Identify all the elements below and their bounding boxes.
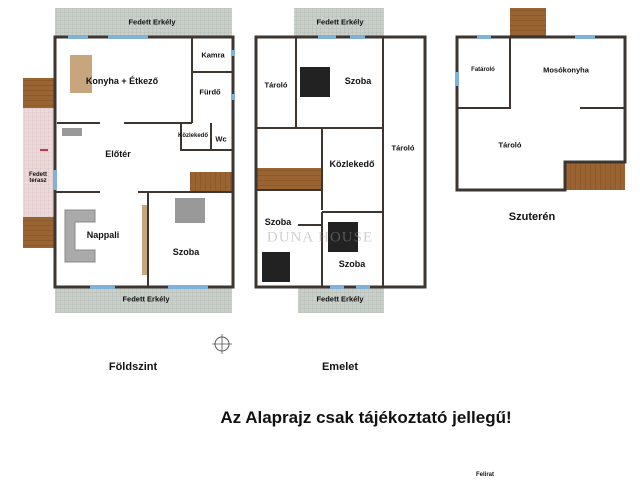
balcony-label: Fedett Erkély xyxy=(316,294,364,304)
stairs xyxy=(190,172,232,192)
floor-title-upper: Emelet xyxy=(321,361,359,373)
room-terrace: Fedett terasz xyxy=(29,172,47,184)
floor-title-basement: Szuterén xyxy=(508,211,556,223)
watermark-logo: DUNA HOUSE xyxy=(266,229,374,246)
room-corridor: Közlekedő xyxy=(177,133,209,139)
room-bath: Fürdő xyxy=(199,87,221,97)
room-bedroom: Szoba xyxy=(172,247,200,257)
balcony-top xyxy=(55,8,232,37)
balcony-label: Fedett Erkély xyxy=(316,17,364,27)
room-living: Nappali xyxy=(86,230,120,240)
room-bedroom: Szoba xyxy=(264,217,292,227)
balcony-label: Fedett Erkély xyxy=(128,17,176,27)
balcony-label: Fedett Erkély xyxy=(122,294,170,304)
room-pantry: Kamra xyxy=(201,50,225,60)
room-bedroom: Szoba xyxy=(344,76,372,86)
room-storage: Tároló xyxy=(498,140,522,150)
basement-floor xyxy=(455,8,627,192)
terrace xyxy=(23,108,55,217)
ground-floor xyxy=(23,8,235,313)
compass-icon xyxy=(212,334,232,354)
floor-title-ground: Földszint xyxy=(108,361,158,373)
room-storage: Tároló xyxy=(391,143,415,153)
balcony-bottom xyxy=(55,287,232,313)
disclaimer-text: Az Alaprajz csak tájékoztató jellegű! xyxy=(220,408,512,427)
upper-floor xyxy=(254,8,427,313)
room-wc: Wc xyxy=(215,134,227,144)
room-kitchen: Konyha + Étkező xyxy=(85,76,159,86)
room-storage: Tároló xyxy=(264,80,288,90)
caption-text: Felirat xyxy=(475,472,495,478)
room-bedroom: Szoba xyxy=(338,259,366,269)
room-corridor: Közlekedő xyxy=(329,159,375,169)
room-woodstore: Fatároló xyxy=(471,67,495,73)
room-laundry: Mosókonyha xyxy=(543,65,589,75)
room-hall: Előtér xyxy=(105,149,131,159)
